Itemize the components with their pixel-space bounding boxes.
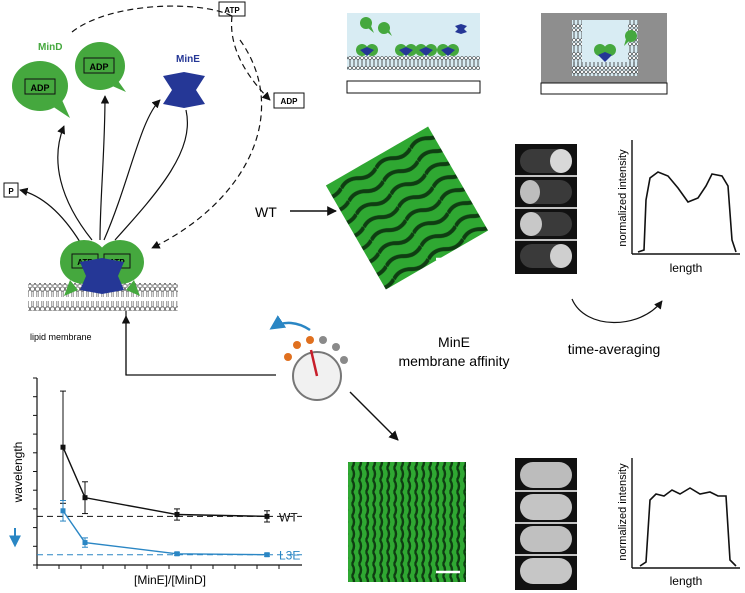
- chart-ylabel: wavelength: [11, 442, 25, 504]
- data-point: [264, 552, 270, 558]
- membrane-affinity-knob: [269, 315, 348, 401]
- data-point: [60, 444, 66, 450]
- mind-mine-complex: ATP ATP: [60, 240, 144, 296]
- wt-cell-stack: [515, 144, 577, 274]
- knob-to-membrane-line: [125, 311, 276, 376]
- l3e-intensity-profile: normalized intensity length: [617, 458, 740, 588]
- atp-exchange-arrow: [71, 5, 233, 33]
- release-arrow-2: [99, 95, 110, 241]
- release-arrow-1: [57, 125, 93, 241]
- wt-wave-pattern-image: [325, 126, 489, 290]
- phosphate-label: P: [8, 187, 14, 196]
- min-cycle-diagram: MinD ADP ADP MinE ATP ADP P: [3, 1, 305, 342]
- series-l3e: L3E: [37, 499, 302, 563]
- data-point: [82, 540, 88, 546]
- l3e-profile-ylabel: normalized intensity: [617, 463, 629, 561]
- mine-dimer-icon: [163, 72, 205, 108]
- series-label: WT: [279, 510, 298, 524]
- wt-intensity-profile: normalized intensity length: [617, 140, 740, 275]
- mine-binding-arrow: [114, 109, 188, 241]
- l3e-arrow: [349, 391, 399, 441]
- adp-label-1: ADP: [30, 83, 49, 93]
- series-line: [62, 446, 268, 518]
- knob-label-line2: membrane affinity: [398, 353, 509, 369]
- supported-bilayer-schematic: [346, 13, 481, 94]
- membrane-label: lipid membrane: [30, 332, 92, 342]
- phosphate-arrow: [19, 187, 81, 243]
- chart-x-ticks: [36, 565, 280, 569]
- chart-series-layer: WT L3E: [37, 390, 302, 563]
- wt-profile-xlabel: length: [670, 261, 703, 275]
- mind-label: MinD: [38, 42, 62, 53]
- chart-y-ticks: [33, 377, 37, 566]
- wt-profile-ylabel: normalized intensity: [617, 149, 629, 247]
- wt-row-label: WT: [255, 204, 277, 220]
- data-point: [264, 513, 270, 519]
- adp-release-arrow: [230, 15, 271, 101]
- mine-release-arrow: [103, 99, 161, 241]
- l3e-cell-stack: [515, 458, 577, 590]
- rebinding-arrow: [151, 39, 263, 249]
- l3e-maze-pattern-image: [348, 462, 466, 582]
- knob-label-line1: MinE: [438, 334, 470, 350]
- atp-label: ATP: [224, 6, 240, 15]
- adp-label-2: ADP: [89, 62, 108, 72]
- mind-adp-monomer-1: ADP: [12, 61, 70, 118]
- series-wt: WT: [37, 390, 302, 524]
- time-averaging-arrow: [571, 298, 663, 324]
- series-label: L3E: [279, 549, 300, 563]
- wavelength-chart: WT L3E wavelength [MinE]/[MinD]: [9, 377, 302, 587]
- microchamber-schematic: [540, 13, 668, 95]
- mine-label: MinE: [176, 54, 200, 65]
- chart-xlabel: [MinE]/[MinD]: [134, 573, 206, 587]
- l3e-profile-xlabel: length: [670, 574, 703, 588]
- data-point: [82, 495, 88, 501]
- series-line: [62, 510, 268, 556]
- affinity-decrease-arrow: [269, 315, 311, 332]
- data-point: [60, 508, 66, 514]
- adp-out-label: ADP: [281, 97, 299, 106]
- data-point: [174, 551, 180, 557]
- data-point: [174, 512, 180, 518]
- time-averaging-label: time-averaging: [568, 341, 661, 357]
- mind-adp-monomer-2: ADP: [75, 42, 126, 92]
